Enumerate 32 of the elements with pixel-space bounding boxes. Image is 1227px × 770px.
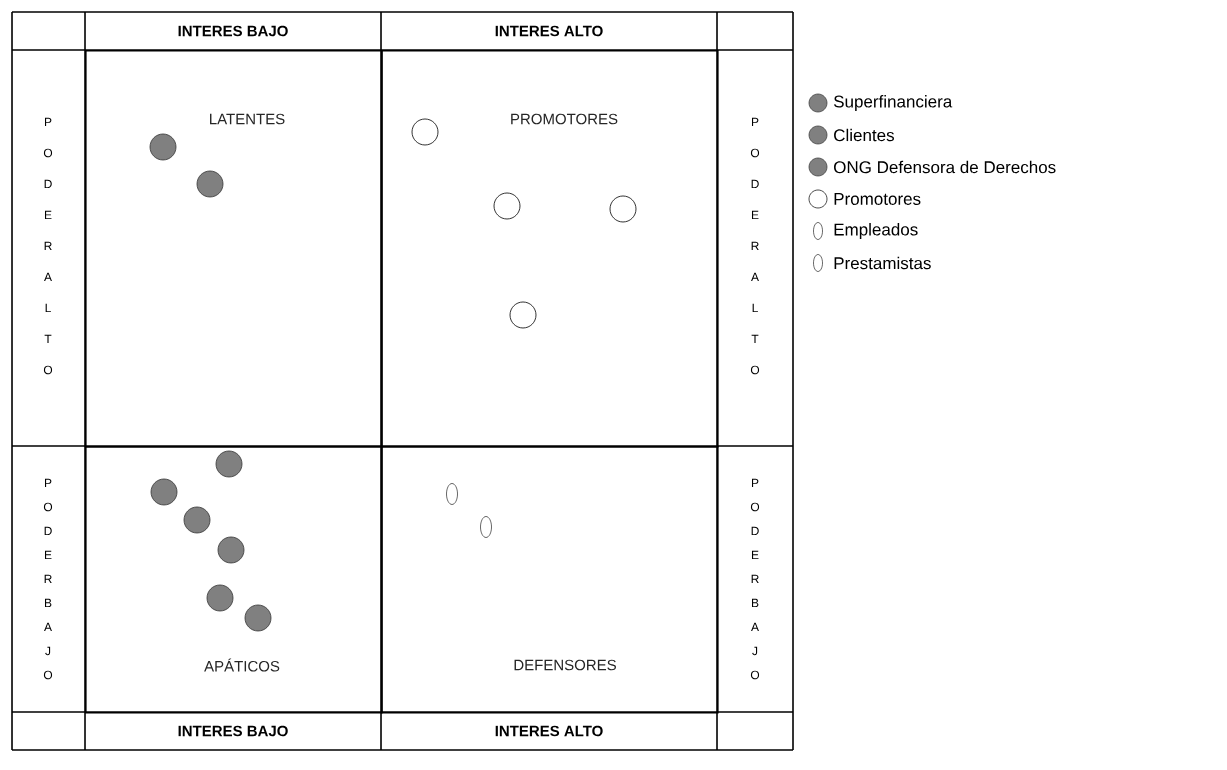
row-header: PODER BAJO bbox=[43, 478, 53, 680]
legend-label: Empleados bbox=[834, 223, 918, 239]
column-header: INTERES ALTO bbox=[495, 25, 603, 37]
row-header: PODER BAJO bbox=[750, 478, 760, 680]
row-header: PODER ALTO bbox=[750, 117, 760, 375]
legend-label: Superfinanciera bbox=[833, 95, 953, 111]
open-circle bbox=[609, 195, 637, 223]
quadrant-box: APÁTICOS bbox=[85, 446, 383, 714]
oval-marker bbox=[480, 516, 492, 538]
legend-label: Prestamistas bbox=[834, 256, 931, 270]
column-header: INTERES BAJO bbox=[178, 725, 288, 737]
filled-circle bbox=[244, 604, 272, 632]
legend-label: Promotores bbox=[834, 193, 921, 205]
legend-label: ONG Defensora de Derechos bbox=[834, 160, 1056, 174]
filled-circle bbox=[206, 584, 234, 612]
quadrant-box: PROMOTORES bbox=[381, 50, 719, 448]
open-circle bbox=[411, 118, 439, 146]
open-circle bbox=[509, 301, 537, 329]
filled-circle bbox=[215, 450, 243, 478]
quadrant-box: DEFENSORES bbox=[381, 446, 719, 714]
filled-circle bbox=[183, 506, 211, 534]
open-circle bbox=[493, 192, 521, 220]
filled-circle bbox=[149, 133, 177, 161]
filled-circle bbox=[217, 536, 245, 564]
column-header: INTERES ALTO bbox=[495, 725, 603, 737]
quadrant-box: LATENTES bbox=[85, 50, 383, 448]
column-header: INTERES BAJO bbox=[178, 25, 288, 37]
filled-circle bbox=[196, 170, 224, 198]
oval-marker bbox=[446, 483, 458, 505]
row-header: PODER ALTO bbox=[43, 117, 53, 375]
legend-label: Clientes bbox=[834, 128, 894, 142]
filled-circle bbox=[150, 478, 178, 506]
